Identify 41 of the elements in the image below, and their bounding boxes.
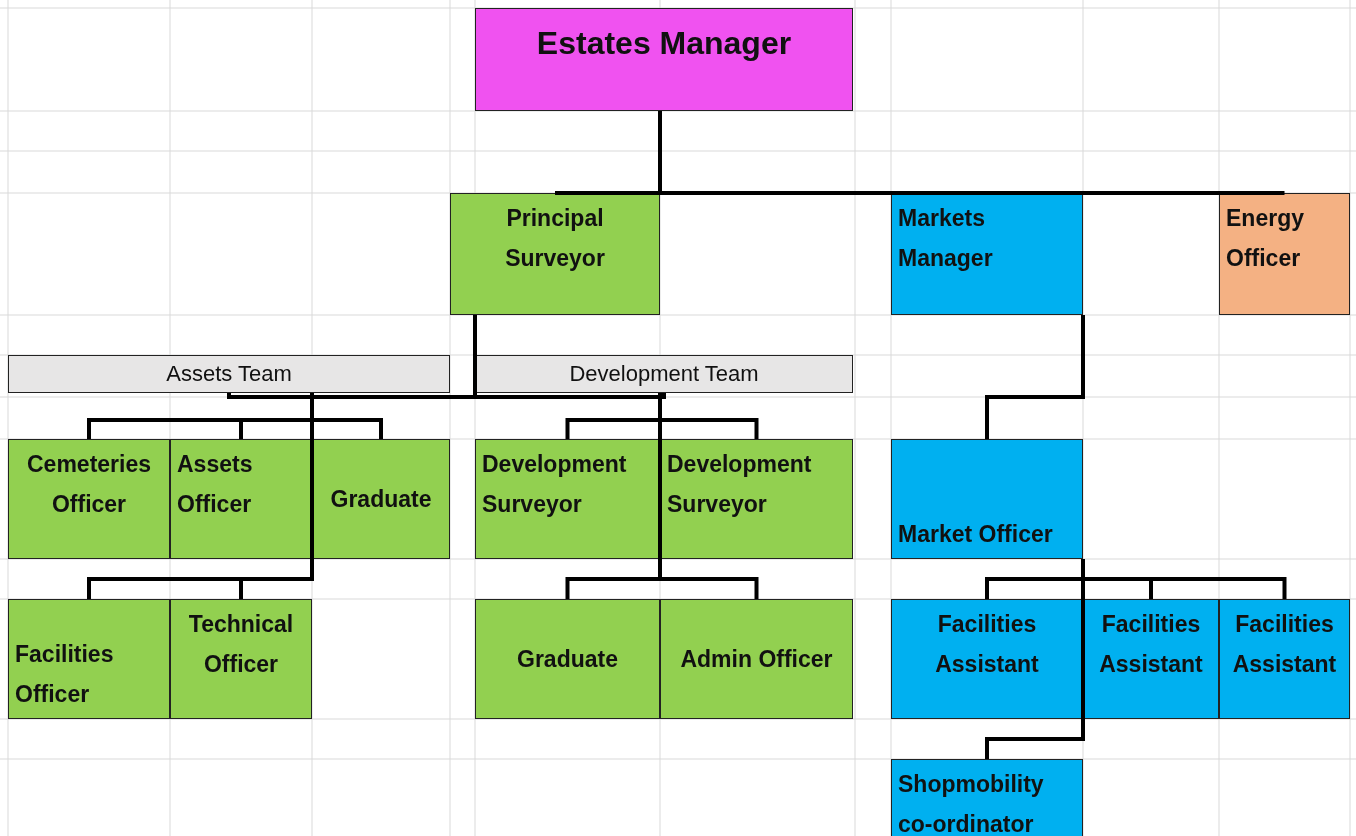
job-title: Cemeteries Officer [26,450,152,519]
job-title: Facilities Assistant [934,610,1040,679]
role-box [170,599,312,719]
job-title: Graduate [517,645,618,674]
job-title: Principal Surveyor [504,204,606,273]
role-box [1219,193,1350,315]
team-band [475,355,853,393]
team-heading: Development Team [569,360,759,388]
job-title: Estates Manager [536,24,792,63]
team-band [8,355,450,393]
role-box [660,439,853,559]
job-title: Development Surveyor [482,450,628,519]
team-heading: Assets Team [166,360,292,388]
job-title: Shopmobility co-ordinator [898,770,1045,836]
role-box [660,599,853,719]
job-title: Assets Officer [177,450,254,519]
role-box [1083,599,1219,719]
role-box [891,439,1083,559]
role-box [312,439,450,559]
manager-box [475,8,853,111]
job-title: Market Officer [898,520,1053,549]
role-box [475,599,660,719]
role-box [891,599,1083,719]
job-title: Markets Manager [898,204,994,273]
job-title: Facilities Assistant [1231,610,1338,679]
job-title: Facilities Assistant [1098,610,1204,679]
job-title: Graduate [330,485,432,514]
role-box [8,599,170,719]
job-title: Facilities Officer [15,640,115,709]
role-box [891,759,1083,836]
role-box [8,439,170,559]
role-box [475,439,660,559]
role-box [170,439,312,559]
job-title: Admin Officer [680,645,833,674]
role-box [1219,599,1350,719]
connector-line [985,315,1085,439]
role-box [891,193,1083,315]
job-title: Development Surveyor [667,450,813,519]
job-title: Energy Officer [1226,204,1305,273]
job-title: Technical Officer [187,610,295,679]
role-box [450,193,660,315]
